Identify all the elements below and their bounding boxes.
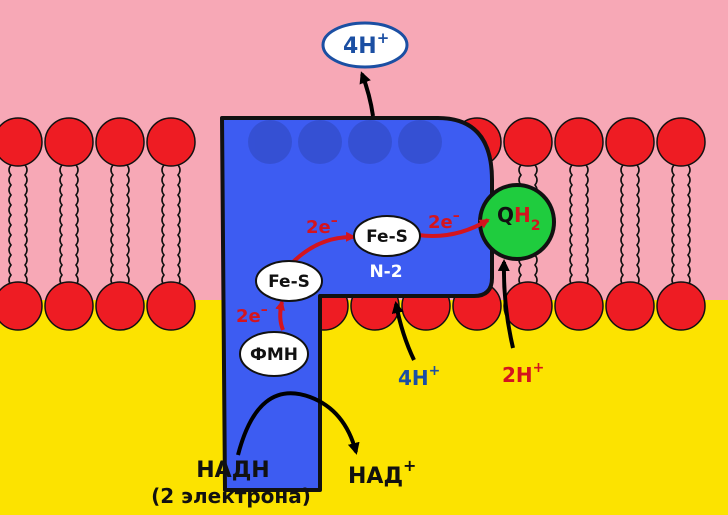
electron-label-2: 2e– — [306, 213, 338, 238]
lipid-head — [656, 281, 706, 331]
lipid-head — [503, 117, 553, 167]
ubiquinol-label: QH2 — [497, 203, 541, 234]
lipid-tail — [635, 164, 640, 286]
lipid-tail — [110, 164, 115, 286]
lipid-head — [554, 281, 604, 331]
lipid-tail — [671, 164, 676, 286]
fes2-label: Fe-S — [366, 227, 408, 247]
proton-pump-out-arrow — [359, 71, 375, 117]
electron-label-3: 2e– — [428, 208, 460, 233]
lipid-head — [0, 117, 43, 167]
electron-arrow-fmn-fes — [275, 300, 285, 331]
lipid-tail — [8, 164, 13, 286]
fes2-ellipse — [353, 215, 421, 257]
fmn-label: ФМН — [250, 345, 298, 365]
proton-q-arrow — [497, 259, 515, 349]
lipid-head — [503, 281, 553, 331]
fes1-label: Fe-S — [268, 272, 310, 292]
lipid-head — [605, 117, 655, 167]
protein-shading — [248, 120, 442, 164]
electron-arrow-fes-q — [417, 218, 490, 238]
electron-label-1: 2e– — [236, 302, 268, 327]
proton-in-arrow — [391, 301, 416, 361]
nadh-arrow — [236, 391, 360, 456]
proton-in-label: 4H+ — [398, 363, 440, 390]
proton-out-ellipse — [321, 21, 409, 69]
lipid-head — [605, 281, 655, 331]
lipid-tail — [176, 164, 181, 286]
lipid-head — [656, 117, 706, 167]
lipid-heads — [0, 117, 706, 331]
lipid-head — [554, 117, 604, 167]
proton-out-label: 4H+ — [343, 29, 389, 59]
lipid-tail — [23, 164, 28, 286]
lipid-head — [146, 117, 196, 167]
fmn-ellipse — [239, 331, 309, 377]
lipid-tail — [161, 164, 166, 286]
lipid-head — [95, 281, 145, 331]
lipid-tail — [59, 164, 64, 286]
lipid-tail — [686, 164, 691, 286]
lipid-tail — [584, 164, 589, 286]
lipid-head — [95, 117, 145, 167]
proton-q-label: 2H+ — [502, 360, 544, 387]
lipid-head — [0, 281, 43, 331]
electrons-label: (2 электрона) — [151, 484, 311, 508]
n2-label: N-2 — [369, 262, 402, 282]
lipid-head — [44, 281, 94, 331]
nad-label: НАД+ — [348, 456, 416, 489]
lipid-tail — [125, 164, 130, 286]
lipid-tail — [74, 164, 79, 286]
lipid-tail — [620, 164, 625, 286]
fes1-ellipse — [255, 260, 323, 302]
electron-arrow-fes-fes — [288, 231, 356, 267]
lipid-head — [44, 117, 94, 167]
lipid-tail — [569, 164, 574, 286]
lipid-head — [146, 281, 196, 331]
matrix-space — [0, 300, 728, 515]
nadh-label: НАДН — [196, 458, 269, 483]
